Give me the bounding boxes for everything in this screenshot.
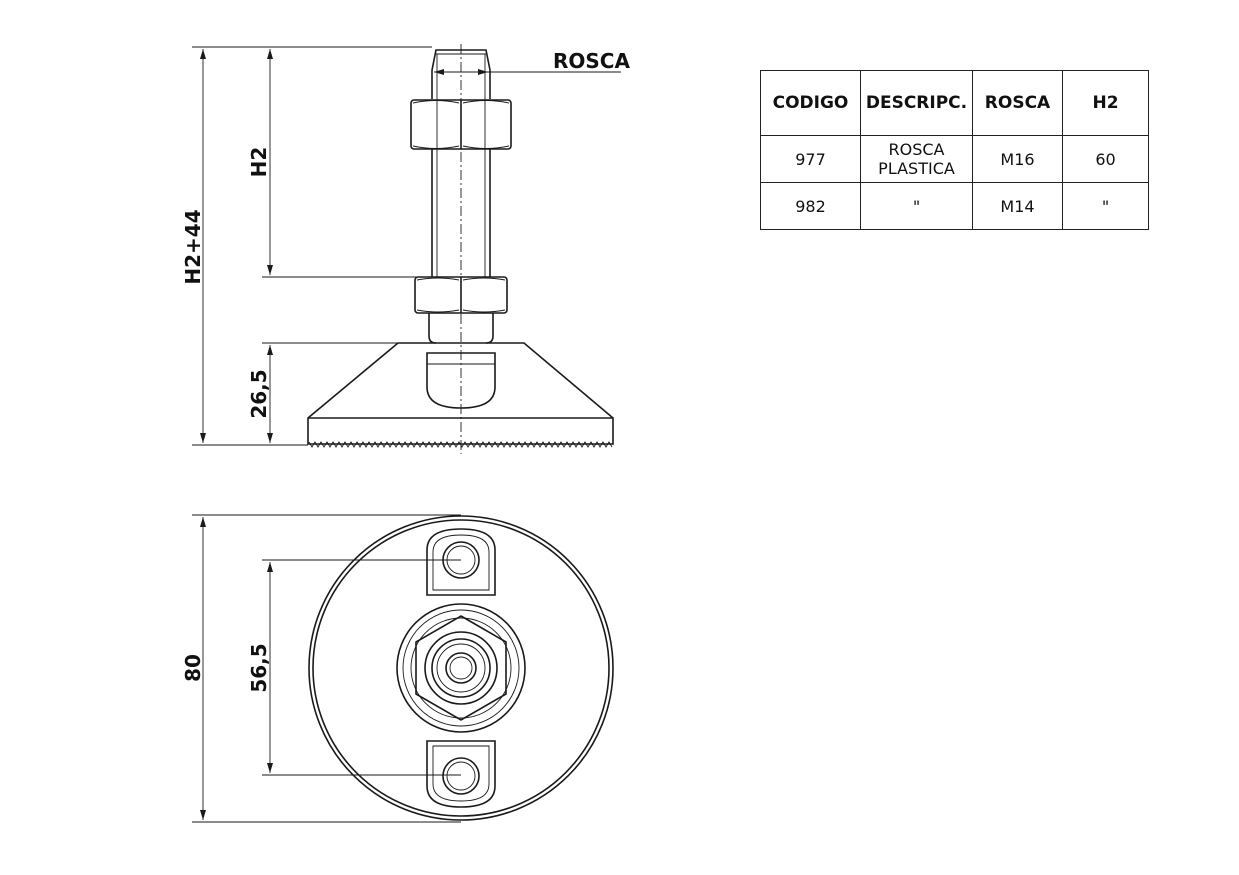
- table-row: 982 " M14 ": [760, 182, 1149, 230]
- cell-h2: 60: [1062, 135, 1149, 183]
- cell-description: ": [860, 182, 973, 230]
- base-pad: [307, 342, 614, 448]
- side-view: H2+44 H2 26,5 ROSCA: [181, 44, 630, 454]
- header-thread: ROSCA: [972, 70, 1063, 136]
- top-view: 80 56,5: [181, 514, 614, 823]
- dim-total-height-label: H2+44: [181, 209, 205, 284]
- cell-code: 982: [760, 182, 861, 230]
- center-hex-nut: [396, 603, 526, 733]
- table-row: 977 ROSCA PLASTICA M16 60: [760, 135, 1149, 183]
- lower-hex-nut: [414, 276, 508, 314]
- dim-hole-spacing-label: 56,5: [247, 643, 271, 692]
- dim-base-height-label: 26,5: [247, 369, 271, 418]
- dim-stem-height-label: H2: [247, 147, 271, 178]
- cell-thread: M14: [972, 182, 1063, 230]
- lower-mounting-hole: [426, 740, 496, 808]
- cell-h2: ": [1062, 182, 1149, 230]
- base-outer-circle: [308, 515, 614, 821]
- header-description: DESCRIPC.: [860, 70, 973, 136]
- table-header-row: CODIGO DESCRIPC. ROSCA H2: [760, 70, 1149, 136]
- cell-description: ROSCA PLASTICA: [860, 135, 973, 183]
- thread-label: ROSCA: [553, 49, 630, 73]
- dim-diameter-label: 80: [181, 654, 205, 682]
- cell-thread: M16: [972, 135, 1063, 183]
- header-code: CODIGO: [760, 70, 861, 136]
- cell-code: 977: [760, 135, 861, 183]
- upper-mounting-hole: [426, 528, 496, 596]
- spec-table: CODIGO DESCRIPC. ROSCA H2 977 ROSCA PLAS…: [760, 70, 1149, 230]
- header-h2: H2: [1062, 70, 1149, 136]
